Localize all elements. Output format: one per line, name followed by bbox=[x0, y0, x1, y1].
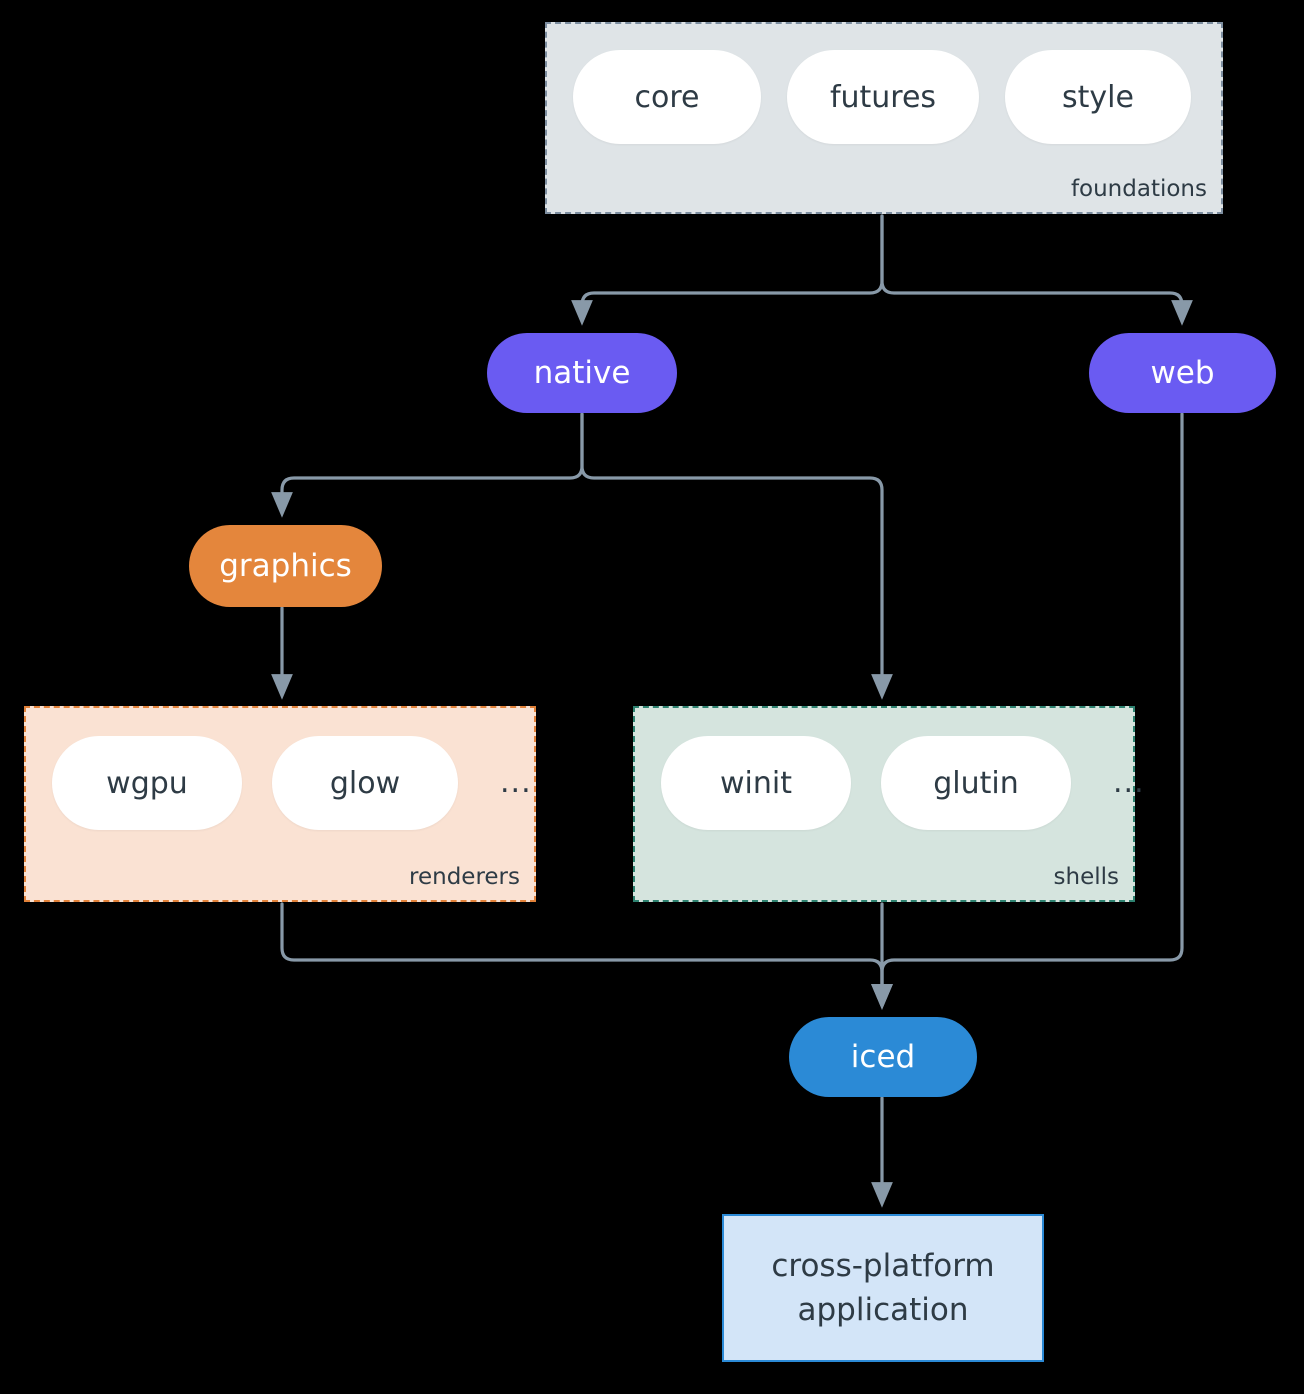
shells-more-ellipsis: ... bbox=[1113, 765, 1145, 800]
pill-futures-label: futures bbox=[829, 79, 937, 115]
pill-wgpu-label: wgpu bbox=[106, 765, 188, 801]
pill-style-label: style bbox=[1062, 79, 1134, 115]
pill-futures[interactable]: futures bbox=[787, 50, 979, 144]
renderers-items: wgpu glow ... bbox=[52, 736, 532, 830]
pill-winit-label: winit bbox=[720, 765, 792, 801]
node-app-line1: cross-platform bbox=[771, 1247, 995, 1284]
foundations-items: core futures style bbox=[573, 50, 1191, 144]
node-iced-label: iced bbox=[850, 1039, 916, 1075]
group-label-renderers: renderers bbox=[409, 864, 520, 891]
shells-items: winit glutin ... bbox=[661, 736, 1145, 830]
node-graphics[interactable]: graphics bbox=[189, 525, 382, 607]
group-renderers[interactable]: wgpu glow ... renderers bbox=[24, 706, 536, 902]
node-cross-platform-application[interactable]: cross-platform application bbox=[722, 1214, 1044, 1362]
pill-wgpu[interactable]: wgpu bbox=[52, 736, 242, 830]
node-native-label: native bbox=[533, 355, 631, 391]
edge-native-graphics bbox=[271, 412, 584, 518]
node-app-line2: application bbox=[797, 1292, 969, 1328]
pill-glow-label: glow bbox=[329, 765, 401, 801]
group-foundations[interactable]: core futures style foundations bbox=[545, 22, 1223, 214]
node-web-label: web bbox=[1150, 355, 1215, 391]
edge-native-shells bbox=[580, 412, 893, 700]
group-label-shells: shells bbox=[1053, 864, 1119, 891]
group-label-foundations: foundations bbox=[1070, 176, 1207, 203]
pill-style[interactable]: style bbox=[1005, 50, 1191, 144]
pill-glow[interactable]: glow bbox=[272, 736, 458, 830]
edge-renderers-iced bbox=[280, 902, 893, 1010]
pill-core-label: core bbox=[634, 79, 700, 115]
pill-glutin-label: glutin bbox=[933, 765, 1019, 801]
renderers-more-ellipsis: ... bbox=[500, 765, 532, 800]
pill-glutin[interactable]: glutin bbox=[881, 736, 1071, 830]
group-shells[interactable]: winit glutin ... shells bbox=[633, 706, 1144, 902]
node-web[interactable]: web bbox=[1089, 333, 1276, 413]
pill-winit[interactable]: winit bbox=[661, 736, 851, 830]
edge-foundations-native bbox=[571, 214, 884, 326]
node-iced[interactable]: iced bbox=[789, 1017, 977, 1097]
pill-core[interactable]: core bbox=[573, 50, 761, 144]
node-native[interactable]: native bbox=[487, 333, 677, 413]
node-graphics-label: graphics bbox=[219, 548, 352, 584]
edge-foundations-web bbox=[880, 214, 1193, 326]
